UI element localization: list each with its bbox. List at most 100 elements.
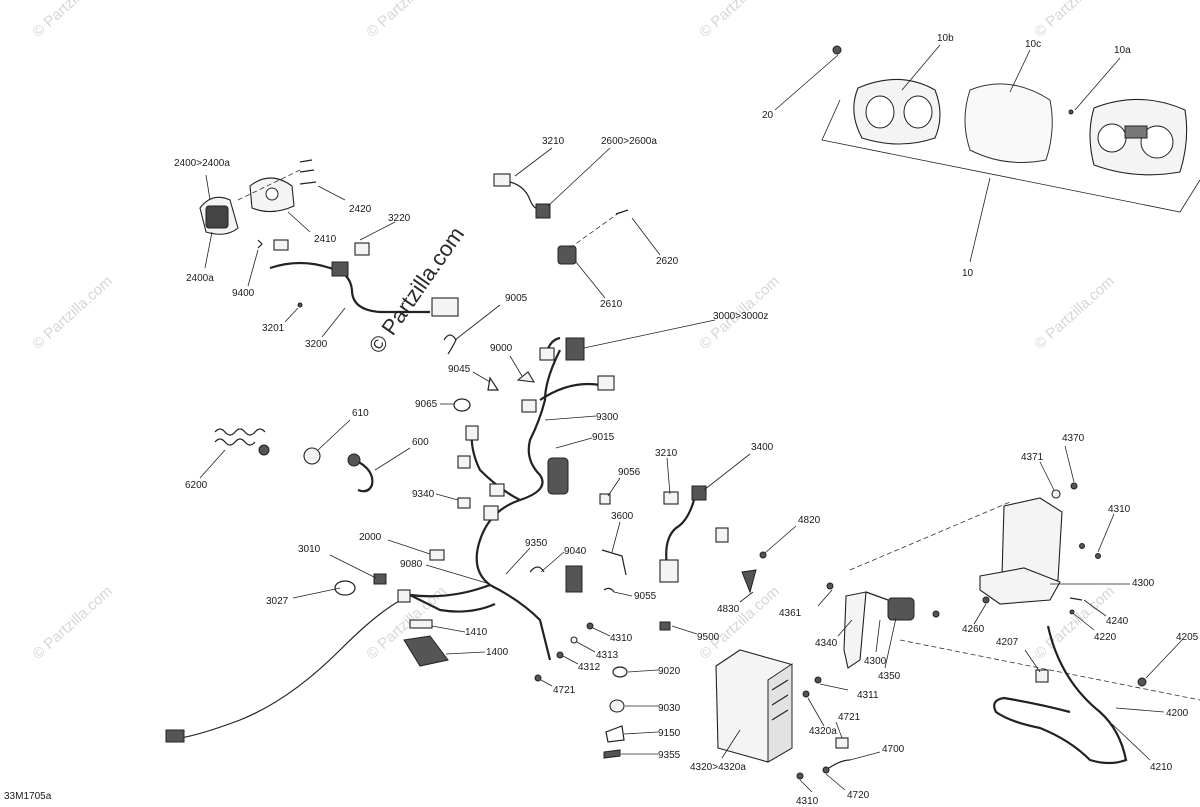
callout-20[interactable]: 20 bbox=[762, 110, 774, 121]
callout-2400a[interactable]: 2400a bbox=[186, 273, 214, 284]
callout-9000[interactable]: 9000 bbox=[490, 343, 513, 354]
callout-4311[interactable]: 4311 bbox=[857, 690, 879, 701]
callout-9340[interactable]: 9340 bbox=[412, 489, 435, 500]
callout-3010[interactable]: 3010 bbox=[298, 544, 321, 555]
battery-bracket-group bbox=[817, 501, 1200, 701]
callout-4207[interactable]: 4207 bbox=[996, 637, 1019, 648]
callout-9150[interactable]: 9150 bbox=[658, 728, 681, 739]
callout-10b[interactable]: 10b bbox=[937, 33, 954, 44]
callout-4340[interactable]: 4340 bbox=[815, 638, 838, 649]
callout-4720[interactable]: 4720 bbox=[847, 790, 870, 801]
callout-9015[interactable]: 9015 bbox=[592, 432, 615, 443]
callout-4361[interactable]: 4361 bbox=[779, 608, 802, 619]
nut-4312 bbox=[556, 651, 564, 659]
callout-2400[interactable]: 2400>2400a bbox=[174, 158, 230, 169]
leader-4311 bbox=[819, 683, 849, 691]
callout-3210b[interactable]: 3210 bbox=[655, 448, 678, 459]
callout-4310[interactable]: 4310 bbox=[610, 633, 633, 644]
leader-9056 bbox=[607, 477, 621, 497]
watermark: © Partzilla.com bbox=[29, 273, 115, 353]
callout-4205[interactable]: 4205 bbox=[1176, 632, 1199, 643]
callout-4350[interactable]: 4350 bbox=[878, 671, 901, 682]
callout-1400[interactable]: 1400 bbox=[486, 647, 509, 658]
callout-4371[interactable]: 4371 bbox=[1021, 452, 1044, 463]
callout-4300b[interactable]: 4300 bbox=[1132, 578, 1155, 589]
leader-1410 bbox=[431, 625, 466, 633]
callout-3201[interactable]: 3201 bbox=[262, 323, 285, 334]
callout-4260[interactable]: 4260 bbox=[962, 624, 985, 635]
callout-4820[interactable]: 4820 bbox=[798, 515, 821, 526]
watermark: © Partzilla.com bbox=[696, 0, 782, 41]
screw-3201 bbox=[297, 302, 303, 308]
callout-4320[interactable]: 4320>4320a bbox=[690, 762, 746, 773]
callout-3000[interactable]: 3000>3000z bbox=[713, 311, 768, 322]
leader-3210b bbox=[666, 457, 671, 495]
coiled-wire-6200 bbox=[214, 428, 266, 436]
callout-610[interactable]: 610 bbox=[352, 408, 369, 419]
callout-9030[interactable]: 9030 bbox=[658, 703, 681, 714]
callout-9500[interactable]: 9500 bbox=[697, 632, 720, 643]
nut-4720 bbox=[822, 766, 830, 774]
screw-4240 bbox=[1069, 597, 1083, 601]
callout-3200[interactable]: 3200 bbox=[305, 339, 328, 350]
clip-9000 bbox=[516, 371, 536, 383]
callout-3400[interactable]: 3400 bbox=[751, 442, 774, 453]
callout-3027[interactable]: 3027 bbox=[266, 596, 289, 607]
leader-9055 bbox=[613, 591, 633, 597]
callout-3600[interactable]: 3600 bbox=[611, 511, 634, 522]
callout-4320a[interactable]: 4320a bbox=[809, 726, 837, 737]
callout-4220[interactable]: 4220 bbox=[1094, 632, 1117, 643]
callout-9005[interactable]: 9005 bbox=[505, 293, 528, 304]
callout-9040[interactable]: 9040 bbox=[564, 546, 587, 557]
tie-9045 bbox=[487, 376, 500, 391]
callout-1410[interactable]: 1410 bbox=[465, 627, 488, 638]
leader-3400 bbox=[703, 453, 751, 491]
callout-4370[interactable]: 4370 bbox=[1062, 433, 1085, 444]
callout-9055[interactable]: 9055 bbox=[634, 591, 657, 602]
callout-2000[interactable]: 2000 bbox=[359, 532, 382, 543]
callout-3220[interactable]: 3220 bbox=[388, 213, 411, 224]
connector bbox=[397, 589, 411, 603]
leader-2600 bbox=[547, 147, 611, 207]
callout-9080[interactable]: 9080 bbox=[400, 559, 423, 570]
callout-4830[interactable]: 4830 bbox=[717, 604, 740, 615]
callout-4700[interactable]: 4700 bbox=[882, 744, 905, 755]
callout-9045[interactable]: 9045 bbox=[448, 364, 471, 375]
wire-lower bbox=[179, 597, 406, 739]
callout-4300[interactable]: 4300 bbox=[864, 656, 887, 667]
callout-2620[interactable]: 2620 bbox=[656, 256, 679, 267]
callout-10a[interactable]: 10a bbox=[1114, 45, 1131, 56]
callout-9300[interactable]: 9300 bbox=[596, 412, 619, 423]
callout-4721[interactable]: 4721 bbox=[553, 685, 576, 696]
callout-4721b[interactable]: 4721 bbox=[838, 712, 861, 723]
callout-600[interactable]: 600 bbox=[412, 437, 429, 448]
callout-2610[interactable]: 2610 bbox=[600, 299, 623, 310]
callout-10[interactable]: 10 bbox=[962, 268, 974, 279]
callout-9065[interactable]: 9065 bbox=[415, 399, 438, 410]
callout-6200[interactable]: 6200 bbox=[185, 480, 208, 491]
callout-2410[interactable]: 2410 bbox=[314, 234, 337, 245]
callout-4310c[interactable]: 4310 bbox=[1108, 504, 1131, 515]
callout-4312[interactable]: 4312 bbox=[578, 662, 601, 673]
leader-10a bbox=[1074, 57, 1121, 111]
callout-9056[interactable]: 9056 bbox=[618, 467, 641, 478]
callout-4240[interactable]: 4240 bbox=[1106, 616, 1129, 627]
callout-2600[interactable]: 2600>2600a bbox=[601, 136, 657, 147]
callout-4210[interactable]: 4210 bbox=[1150, 762, 1173, 773]
grommet-610 bbox=[303, 447, 321, 465]
callout-3210[interactable]: 3210 bbox=[542, 136, 565, 147]
callout-9400[interactable]: 9400 bbox=[232, 288, 255, 299]
main-harness-group bbox=[409, 304, 716, 661]
callout-9020[interactable]: 9020 bbox=[658, 666, 681, 677]
callout-10c[interactable]: 10c bbox=[1025, 39, 1041, 50]
connector bbox=[521, 399, 537, 413]
callout-4310b[interactable]: 4310 bbox=[796, 796, 819, 807]
callout-9350[interactable]: 9350 bbox=[525, 538, 548, 549]
battery-rib bbox=[771, 694, 789, 706]
callout-2420[interactable]: 2420 bbox=[349, 204, 372, 215]
callout-4200[interactable]: 4200 bbox=[1166, 708, 1189, 719]
callout-9355[interactable]: 9355 bbox=[658, 750, 681, 761]
callout-4313[interactable]: 4313 bbox=[596, 650, 619, 661]
leader-9020 bbox=[627, 669, 659, 673]
leader-3010 bbox=[329, 554, 377, 579]
